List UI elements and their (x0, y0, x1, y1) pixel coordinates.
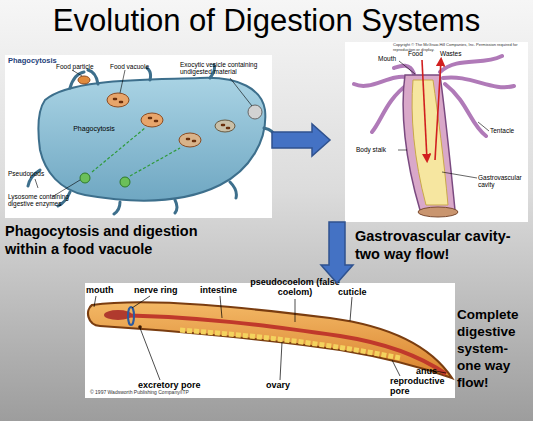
part-label: intestine (200, 285, 255, 295)
part-label: Gastrovascular cavity (478, 174, 528, 189)
part-label: mouth (86, 285, 126, 295)
enzyme-flow (92, 128, 180, 176)
panel-caption: Gastrovascular cavity- two way flow! (355, 227, 533, 263)
part-label: anus (416, 366, 446, 376)
food-vacuole (107, 93, 129, 107)
part-label: Lysosome containing digestive enzymes (8, 193, 88, 208)
hydra-foot (418, 207, 458, 217)
panel-caption: Phagocytosis and digestion within a food… (5, 222, 233, 258)
exocytic-vesicle (248, 105, 262, 119)
food-flow (422, 60, 427, 160)
part-label: ovary (266, 380, 306, 390)
part-label: Phagocytosis (62, 125, 126, 133)
flow-arrow (272, 124, 330, 156)
part-label: Wastes (440, 50, 470, 57)
lysosome (120, 177, 130, 187)
food-vacuole (179, 133, 201, 147)
part-label: © 1997 Wadsworth Publishing Company/ITP (90, 390, 260, 396)
part-label: Pseudopods (8, 170, 58, 177)
lysosome (80, 173, 90, 183)
leader-line (398, 61, 489, 178)
waste-flow (435, 60, 441, 160)
ovary (180, 330, 400, 358)
part-label: cuticle (338, 287, 380, 297)
hydra-body (403, 75, 455, 210)
part-label: Exocytic vesicle containing undigested m… (180, 61, 272, 76)
part-label: Food (408, 50, 430, 57)
leader-line (35, 70, 252, 197)
part-label: excretory pore (138, 380, 220, 390)
leader-line (94, 296, 446, 380)
part-label: Tentacle (490, 127, 526, 134)
panel-background (5, 55, 272, 218)
part-label: Body stalk (356, 146, 400, 153)
nerve-ring (128, 307, 134, 325)
part-label: pseudocoelom (false coelom) (245, 277, 345, 298)
flow-arrow (321, 222, 353, 283)
vacuole-contents (114, 99, 229, 141)
part-label: Food particle (56, 63, 108, 70)
panel-background (345, 42, 528, 222)
panel-caption: Complete digestive system- one way flow! (457, 307, 533, 391)
food-particle (78, 76, 90, 84)
slide-title: Evolution of Digestion Systems (0, 3, 533, 39)
part-label: Mouth (378, 55, 404, 62)
food-vacuole (141, 113, 163, 127)
worm-body (88, 302, 452, 378)
part-label: Food vacuole (110, 63, 162, 70)
part-label: reproductive pore (390, 376, 450, 397)
part-label: nerve ring (134, 285, 196, 295)
gastrovascular-cavity (412, 80, 448, 205)
food-vacuole (215, 120, 235, 132)
panel-background (85, 283, 455, 398)
pseudopod (28, 65, 276, 214)
